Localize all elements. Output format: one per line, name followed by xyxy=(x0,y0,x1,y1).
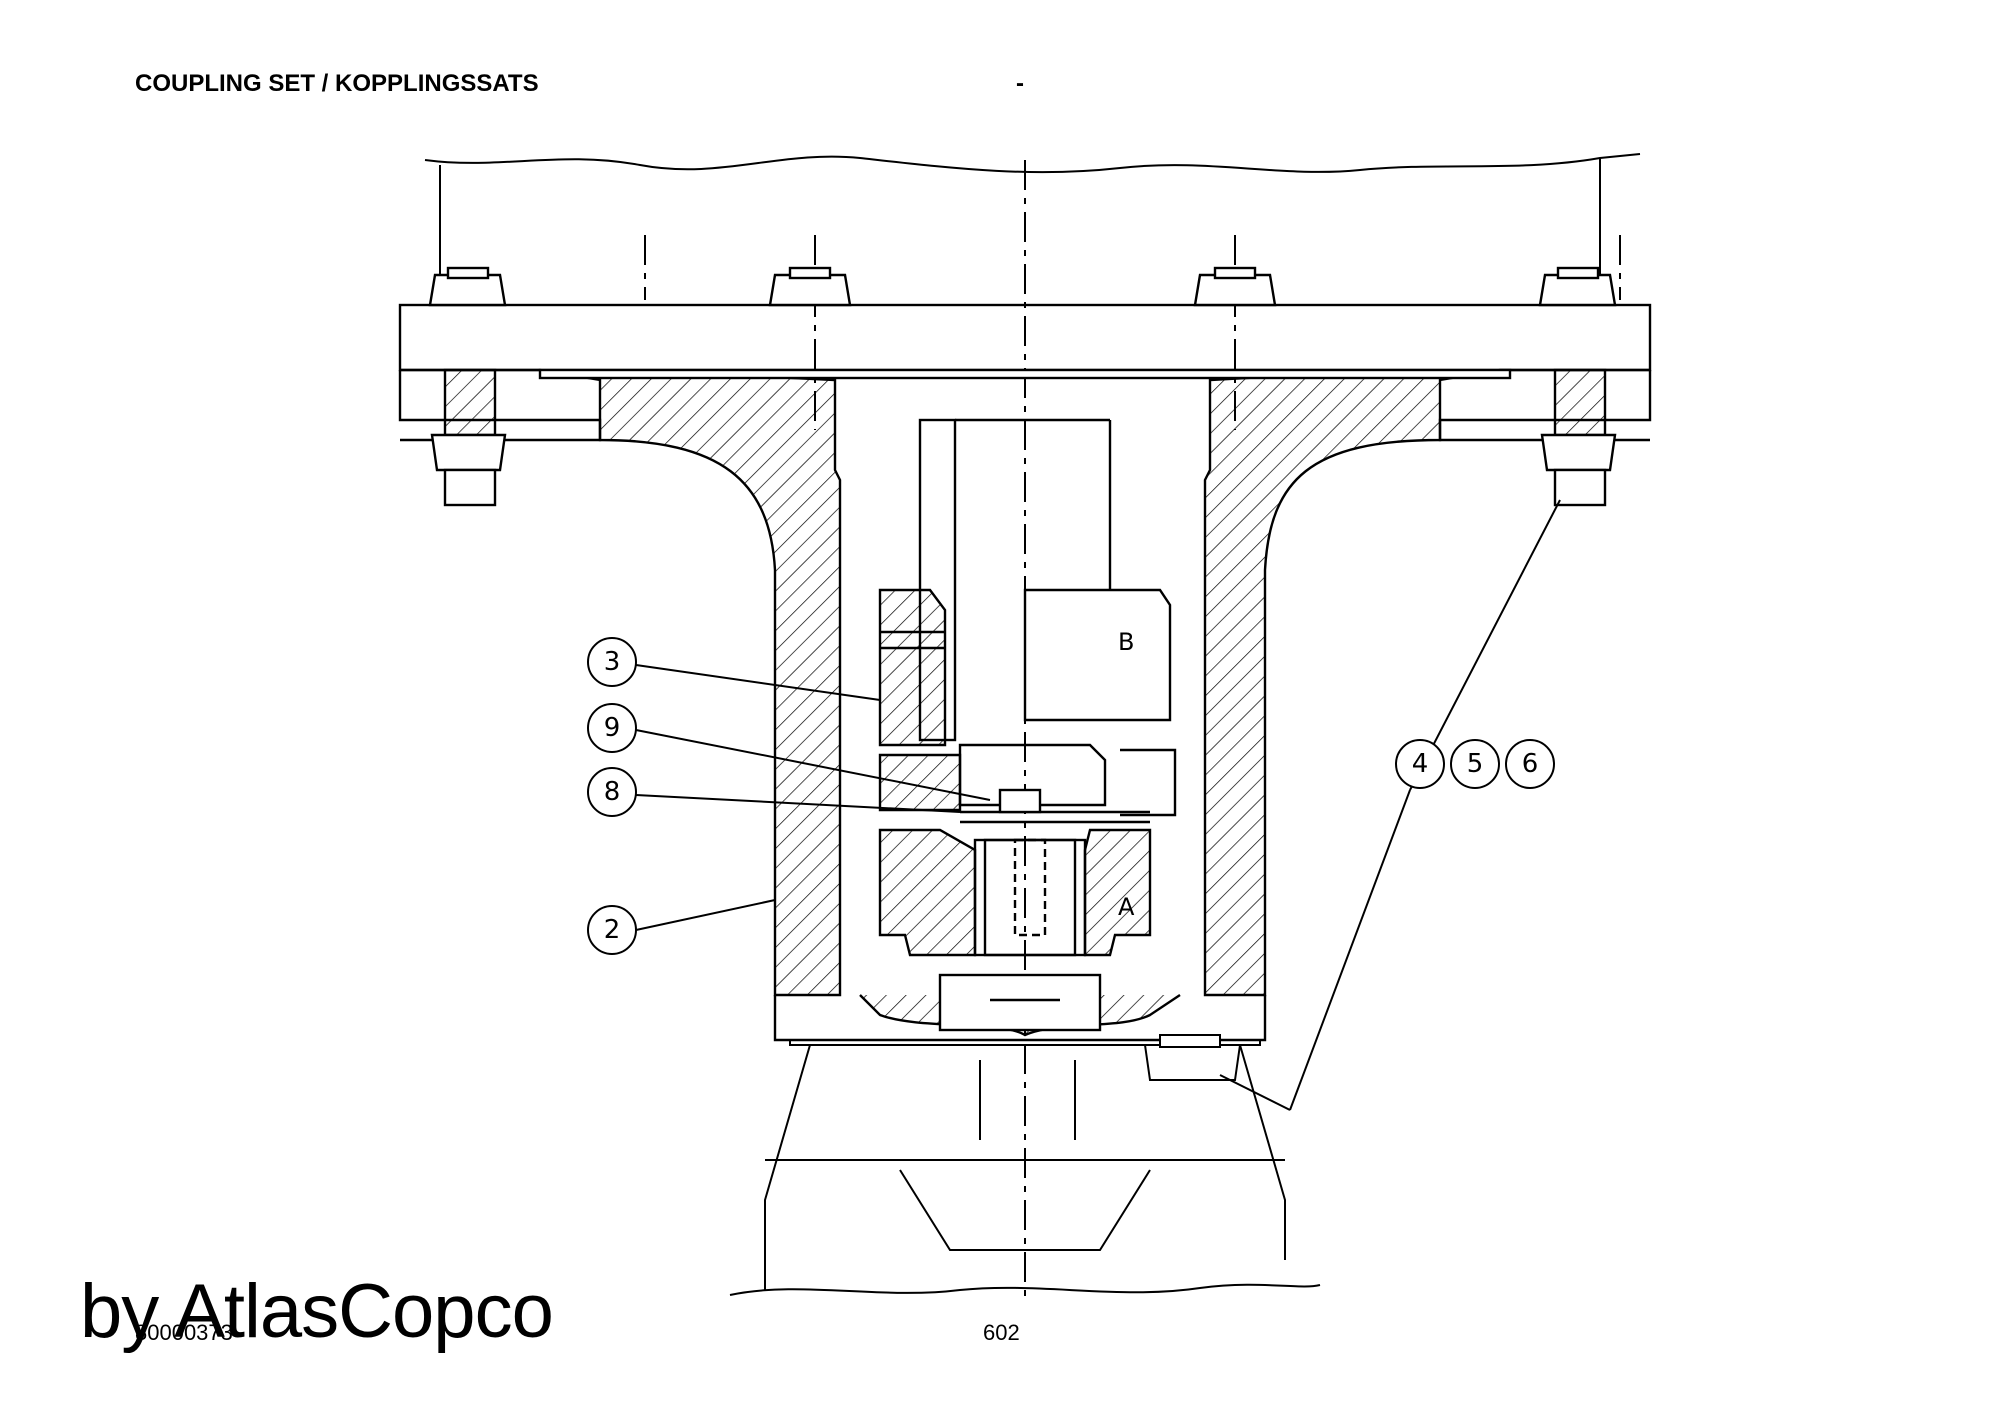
shaft-and-hub xyxy=(878,418,1177,957)
callout-circle xyxy=(1395,739,1445,789)
callout-label: 2 xyxy=(604,915,621,945)
watermark: by AtlasCopco xyxy=(80,1269,554,1354)
lower-casing xyxy=(729,1034,1321,1296)
callout-label: 5 xyxy=(1467,749,1484,779)
housing-section xyxy=(398,368,1652,997)
section-marks: B A xyxy=(1118,628,1135,921)
bolt-heads-top xyxy=(428,266,1617,307)
bolts-lower xyxy=(430,368,1617,507)
callout-circle xyxy=(587,703,637,753)
leader-lines xyxy=(635,499,1561,1111)
callout-circle xyxy=(587,905,637,955)
callout-circle xyxy=(587,637,637,687)
mark-a: A xyxy=(1118,893,1135,921)
callout-label: 4 xyxy=(1412,749,1429,779)
callout-circle xyxy=(587,767,637,817)
header-separator: - xyxy=(1016,70,1024,97)
callout-label: 9 xyxy=(604,713,621,743)
upper-housing xyxy=(424,153,1641,290)
callout-circle xyxy=(1450,739,1500,789)
page-number: 602 xyxy=(983,1320,1020,1345)
drawing-id: 80000373 xyxy=(135,1320,233,1345)
callouts xyxy=(587,637,1555,955)
page-title: COUPLING SET / KOPPLINGSSATS xyxy=(135,70,539,97)
callout-label: 6 xyxy=(1522,749,1539,779)
mark-b: B xyxy=(1118,628,1134,656)
callout-circle xyxy=(1505,739,1555,789)
callout-label: 3 xyxy=(604,647,621,677)
callout-labels: 3 9 8 2 4 5 6 xyxy=(604,647,1539,945)
callout-label: 8 xyxy=(604,777,621,807)
lower-flange xyxy=(773,973,1267,1042)
